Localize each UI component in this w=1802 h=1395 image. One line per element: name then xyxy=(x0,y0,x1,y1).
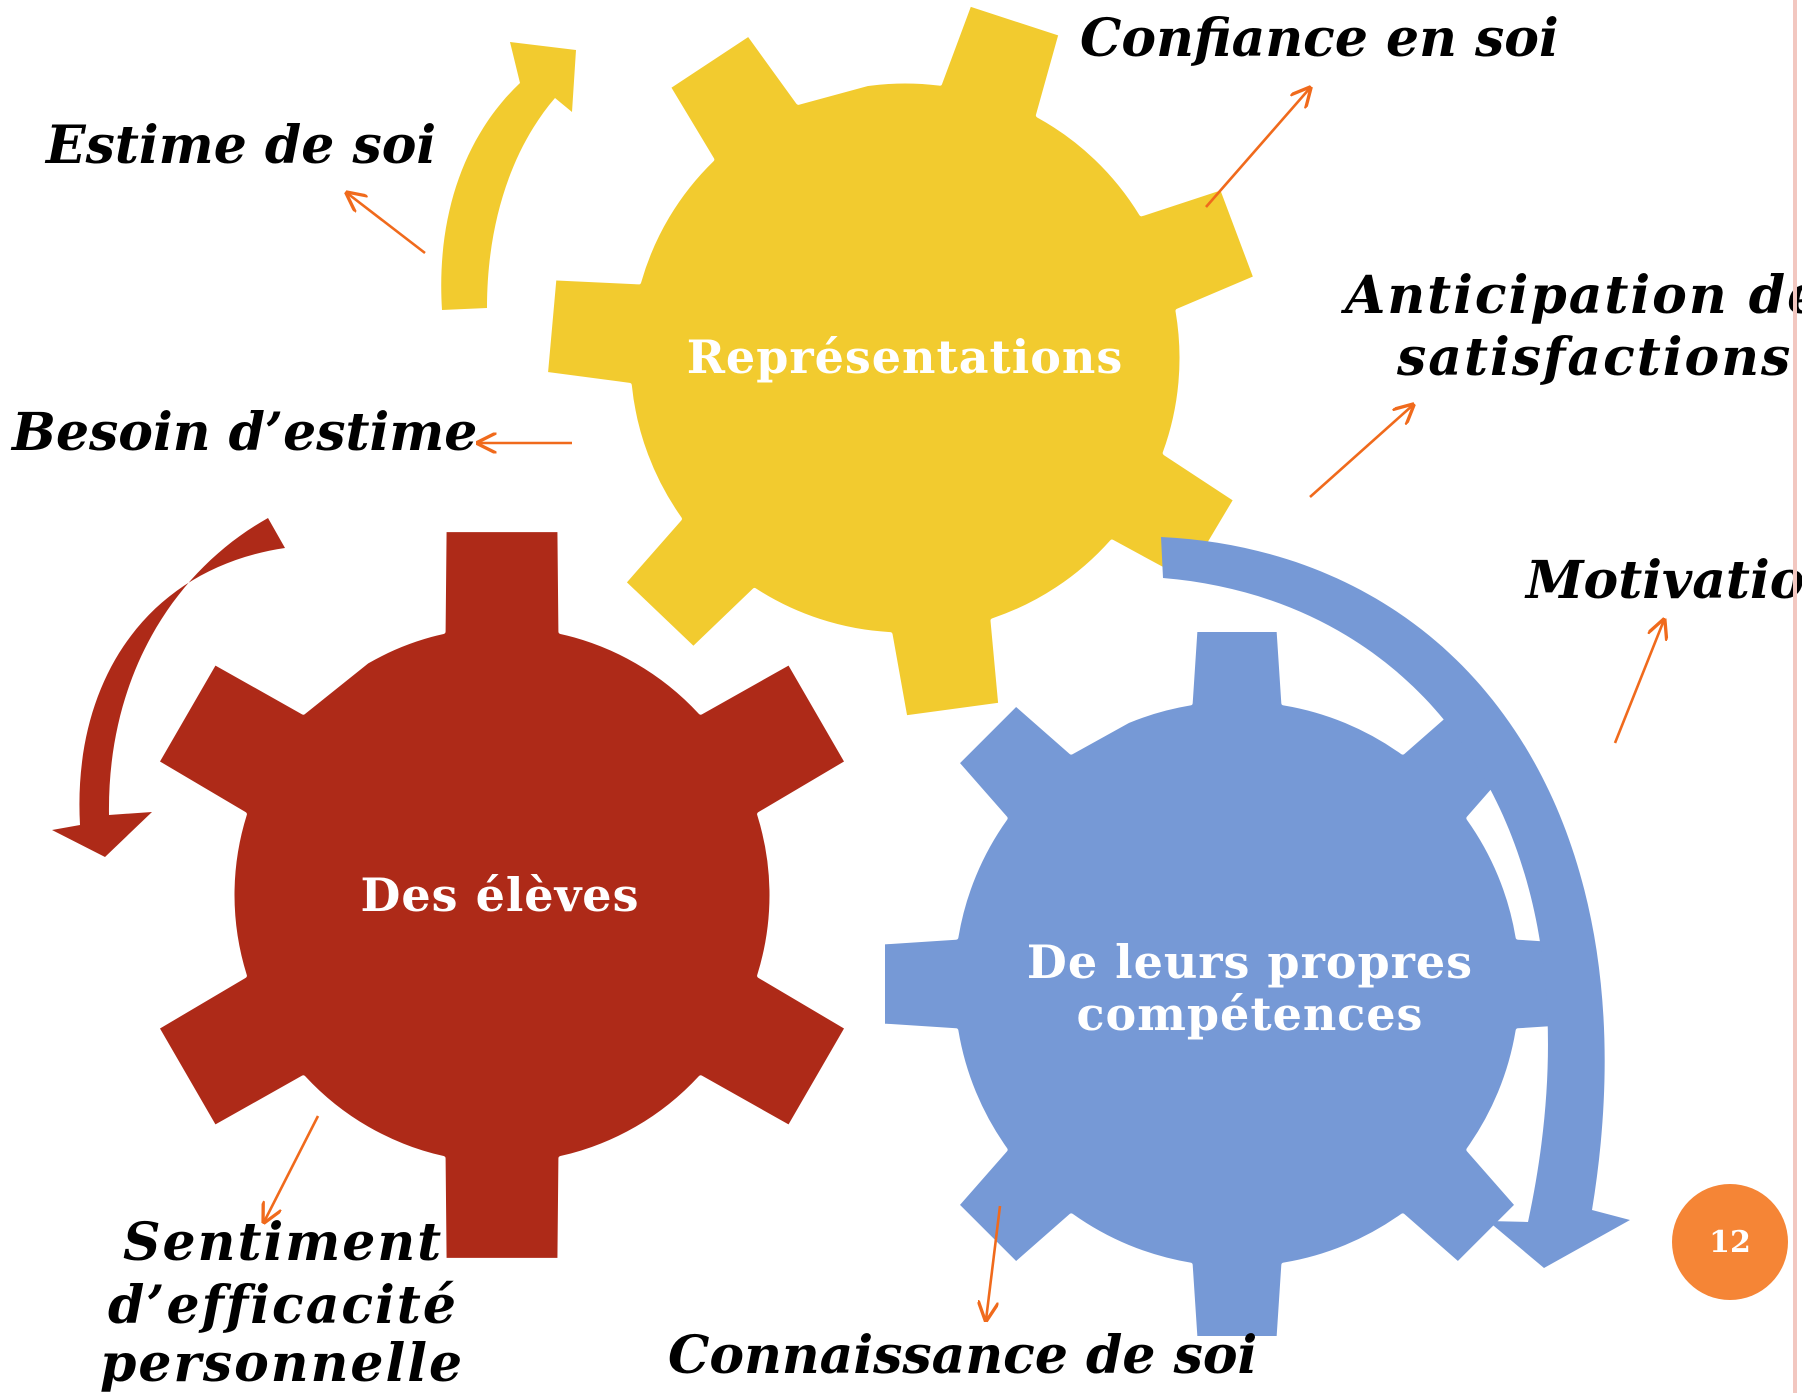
label-connaissance-de-soi: Connaissance de soi xyxy=(668,1325,1258,1386)
label-besoin-estime: Besoin d’estime xyxy=(12,402,478,463)
pointer-estime-de-soi xyxy=(347,193,426,255)
pointer-motivation xyxy=(1613,620,1664,744)
label-anticipation-line2: satisfactions xyxy=(1397,327,1793,388)
page-number-badge: 12 xyxy=(1672,1184,1788,1300)
gear-label-competences-line2: compétences xyxy=(1076,987,1424,1041)
pointer-connaissance xyxy=(986,1205,1002,1320)
label-sentiment-line3: personnelle xyxy=(100,1333,465,1394)
label-estime-de-soi: Estime de soi xyxy=(46,115,437,176)
pointer-confiance-en-soi xyxy=(1205,88,1310,208)
label-anticipation-line1: Anticipation des xyxy=(1345,265,1802,326)
gear-label-eleves: Des élèves xyxy=(360,868,640,922)
gear-label-representations: Représentations xyxy=(686,330,1124,384)
gear-representations xyxy=(542,1,1259,721)
pointer-sentiment xyxy=(264,1115,320,1222)
gear-competences xyxy=(880,627,1594,1341)
pointer-arrows xyxy=(264,88,1664,1320)
blue-rotation-arrow xyxy=(1161,537,1630,1268)
slide-right-rule xyxy=(1793,0,1797,1393)
gear-eleves xyxy=(154,527,850,1263)
label-sentiment-line1: Sentiment xyxy=(123,1212,444,1273)
pointer-anticipation xyxy=(1309,405,1413,498)
yellow-rotation-arrow xyxy=(441,42,576,310)
label-sentiment-line2: d’efficacité xyxy=(108,1275,458,1336)
label-confiance-en-soi: Confiance en soi xyxy=(1080,8,1559,69)
label-motivation: Motivation xyxy=(1526,550,1802,611)
gear-label-competences-line1: De leurs propres xyxy=(1026,935,1474,989)
red-rotation-arrow xyxy=(52,518,285,857)
